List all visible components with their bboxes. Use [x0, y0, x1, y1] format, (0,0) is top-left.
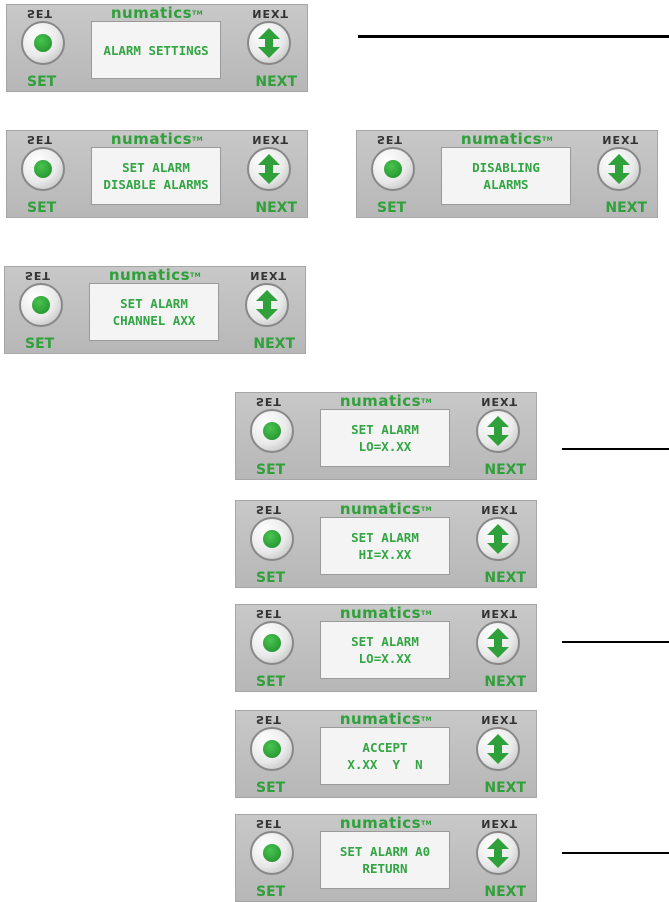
- up-down-arrow-icon: [487, 734, 509, 764]
- set-label: SET: [27, 200, 57, 216]
- up-down-arrow-icon: [258, 154, 280, 184]
- brand-logo: numaticsTM: [339, 710, 433, 728]
- display-panel: SET numaticsTM NEXT ALARM SETTINGS SET N…: [6, 4, 308, 92]
- set-dot-icon: [263, 844, 281, 862]
- next-button[interactable]: [476, 517, 520, 561]
- up-down-arrow-icon: [487, 838, 509, 868]
- next-mirror-label: NEXT: [481, 503, 518, 516]
- next-mirror-label: NEXT: [252, 133, 289, 146]
- next-button[interactable]: [247, 21, 291, 65]
- set-button[interactable]: [19, 283, 63, 327]
- set-label: SET: [256, 570, 286, 586]
- connector-line: [562, 641, 669, 643]
- next-button[interactable]: [476, 621, 520, 665]
- next-mirror-label: NEXT: [481, 395, 518, 408]
- next-button[interactable]: [245, 283, 289, 327]
- set-dot-icon: [32, 296, 50, 314]
- set-button[interactable]: [371, 147, 415, 191]
- set-dot-icon: [34, 34, 52, 52]
- set-dot-icon: [34, 160, 52, 178]
- brand-logo: numaticsTM: [108, 266, 202, 284]
- set-label: SET: [256, 780, 286, 796]
- brand-logo: numaticsTM: [339, 814, 433, 832]
- set-dot-icon: [263, 740, 281, 758]
- up-down-arrow-icon: [256, 290, 278, 320]
- next-mirror-label: NEXT: [481, 607, 518, 620]
- connector-line: [562, 852, 669, 854]
- next-mirror-label: NEXT: [481, 817, 518, 830]
- up-down-arrow-icon: [487, 524, 509, 554]
- up-down-arrow-icon: [608, 154, 630, 184]
- set-label: SET: [25, 336, 55, 352]
- brand-logo: numaticsTM: [339, 392, 433, 410]
- up-down-arrow-icon: [258, 28, 280, 58]
- set-label: SET: [27, 74, 57, 90]
- brand-logo: numaticsTM: [110, 4, 204, 22]
- set-button[interactable]: [21, 21, 65, 65]
- next-label: NEXT: [484, 674, 526, 690]
- connector-line: [562, 448, 669, 450]
- next-mirror-label: NEXT: [252, 7, 289, 20]
- next-button[interactable]: [247, 147, 291, 191]
- set-button[interactable]: [250, 409, 294, 453]
- next-button[interactable]: [476, 409, 520, 453]
- next-mirror-label: NEXT: [250, 269, 287, 282]
- brand-logo: numaticsTM: [110, 130, 204, 148]
- set-label: SET: [256, 462, 286, 478]
- next-label: NEXT: [484, 884, 526, 900]
- connector-line: [358, 35, 669, 38]
- set-button[interactable]: [250, 727, 294, 771]
- next-mirror-label: NEXT: [602, 133, 639, 146]
- set-dot-icon: [263, 634, 281, 652]
- set-dot-icon: [263, 422, 281, 440]
- set-button[interactable]: [21, 147, 65, 191]
- next-label: NEXT: [253, 336, 295, 352]
- set-label: SET: [377, 200, 407, 216]
- next-mirror-label: NEXT: [481, 713, 518, 726]
- set-button[interactable]: [250, 517, 294, 561]
- up-down-arrow-icon: [487, 628, 509, 658]
- next-label: NEXT: [605, 200, 647, 216]
- next-button[interactable]: [476, 727, 520, 771]
- next-label: NEXT: [255, 74, 297, 90]
- next-button[interactable]: [597, 147, 641, 191]
- next-label: NEXT: [484, 570, 526, 586]
- brand-logo: numaticsTM: [339, 604, 433, 622]
- lcd-screen: ALARM SETTINGS: [91, 21, 221, 79]
- next-label: NEXT: [484, 780, 526, 796]
- set-dot-icon: [384, 160, 402, 178]
- set-label: SET: [256, 884, 286, 900]
- brand-logo: numaticsTM: [339, 500, 433, 518]
- next-label: NEXT: [484, 462, 526, 478]
- next-label: NEXT: [255, 200, 297, 216]
- up-down-arrow-icon: [487, 416, 509, 446]
- set-label: SET: [256, 674, 286, 690]
- set-button[interactable]: [250, 831, 294, 875]
- set-dot-icon: [263, 530, 281, 548]
- brand-logo: numaticsTM: [460, 130, 554, 148]
- set-button[interactable]: [250, 621, 294, 665]
- next-button[interactable]: [476, 831, 520, 875]
